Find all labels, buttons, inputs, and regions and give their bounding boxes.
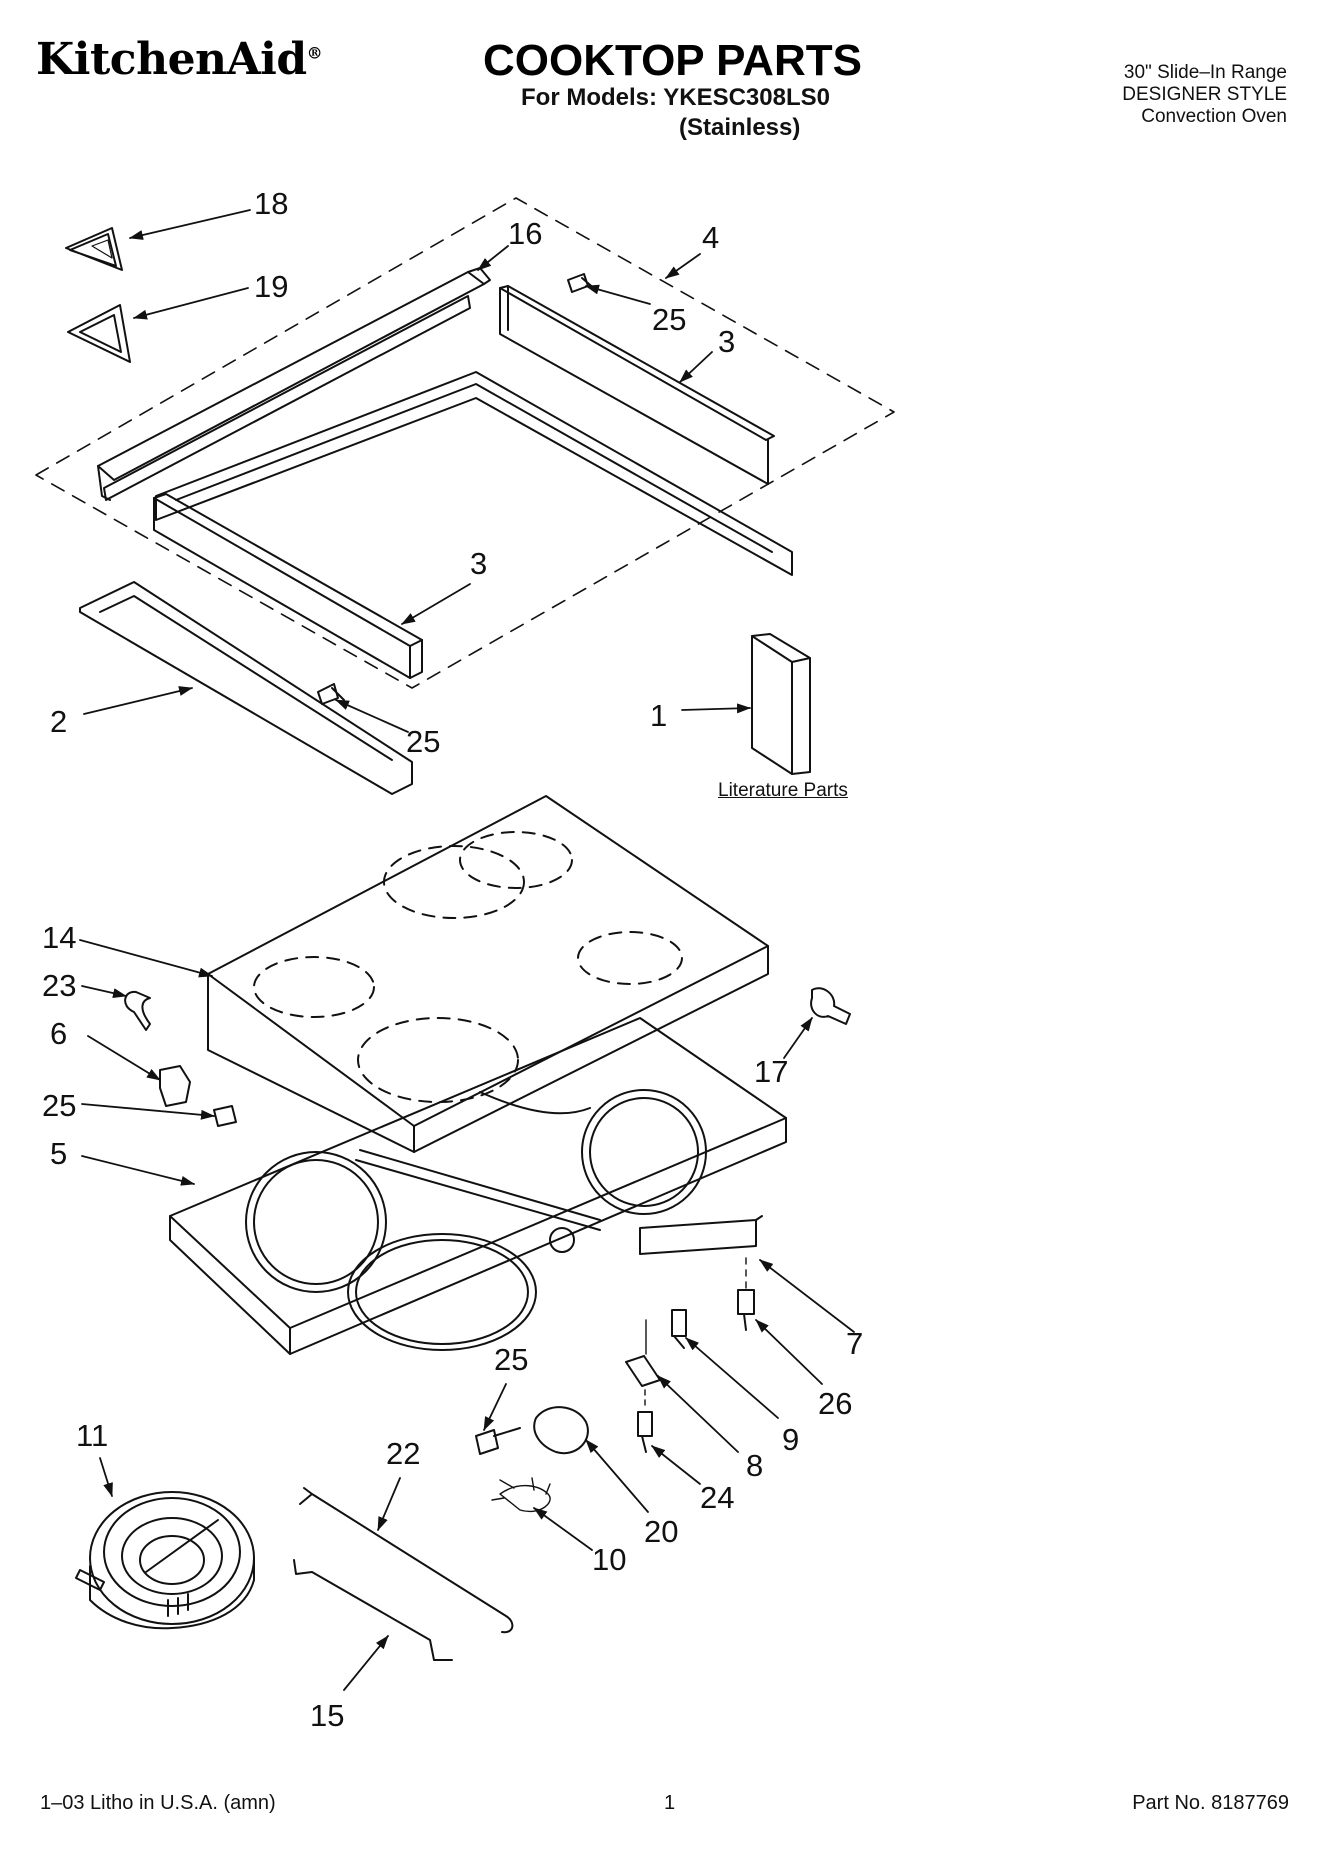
brand-registered-mark: ® — [306, 43, 323, 63]
switch-part-20 — [533, 1406, 589, 1455]
heating-element-part-11 — [75, 1491, 255, 1630]
bracket-part-6 — [159, 1065, 191, 1107]
screw-upper-part-25 — [567, 273, 597, 293]
bracket-part-7 — [639, 1215, 763, 1255]
callout-22: 22 — [386, 1436, 420, 1471]
screw-part-25-lower — [475, 1427, 521, 1455]
callout-11: 11 — [76, 1418, 108, 1453]
part-number: Part No. 8187769 — [1132, 1792, 1289, 1814]
callout-19: 19 — [254, 269, 288, 304]
leader-3a — [679, 351, 713, 383]
leader-5 — [81, 1155, 195, 1186]
leader-10 — [533, 1507, 593, 1551]
callout-25: 25 — [652, 302, 686, 337]
callout-16: 16 — [508, 216, 542, 251]
literature-parts-label: Literature Parts — [718, 780, 848, 801]
callout-1: 1 — [650, 698, 667, 733]
rear-trim-part-16 — [97, 267, 491, 501]
side-bracket-right-part-3 — [499, 285, 775, 485]
page-title: COOKTOP PARTS — [483, 36, 862, 85]
screw-part-24 — [637, 1411, 653, 1453]
callout-18: 18 — [254, 186, 288, 221]
callout-3: 3 — [470, 546, 487, 581]
leader-9 — [685, 1337, 779, 1419]
leader-7 — [759, 1259, 855, 1333]
callout-23: 23 — [42, 968, 76, 1003]
leader-18 — [129, 209, 251, 240]
callout-25: 25 — [494, 1342, 528, 1377]
clip-part-23 — [124, 990, 151, 1031]
brand-logo: KitchenAid® — [36, 34, 323, 85]
product-line-3: Convection Oven — [1141, 106, 1287, 127]
frame-outline — [155, 371, 793, 576]
product-line-1: 30" Slide–In Range — [1123, 62, 1287, 83]
page-number: 1 — [664, 1792, 676, 1814]
leader-2 — [83, 686, 193, 715]
assembly-outline-upper — [35, 197, 895, 689]
callout-14: 14 — [42, 920, 76, 955]
leader-25a — [585, 284, 651, 305]
callout-10: 10 — [592, 1542, 626, 1577]
leader-19 — [133, 287, 249, 320]
rod-part-15 — [293, 1559, 453, 1661]
leader-25d — [483, 1383, 507, 1431]
rod-part-22 — [299, 1487, 514, 1634]
leader-15 — [343, 1635, 389, 1691]
callout-25: 25 — [42, 1088, 76, 1123]
screw-part-26 — [737, 1289, 755, 1331]
model-variant: (Stainless) — [679, 114, 801, 141]
model-numbers: For Models: YKESC308LS0 — [521, 84, 830, 111]
callout-20: 20 — [644, 1514, 678, 1549]
brand-name: KitchenAid — [36, 34, 307, 85]
callout-2: 2 — [50, 704, 67, 739]
callout-8: 8 — [746, 1448, 763, 1483]
badge-part-18 — [65, 227, 123, 271]
product-line-2: DESIGNER STYLE — [1122, 84, 1287, 105]
leader-3b — [401, 583, 471, 625]
leader-25b — [335, 699, 409, 733]
footer-print-info: 1–03 Litho in U.S.A. (amn) — [40, 1792, 276, 1814]
leader-20 — [585, 1439, 649, 1513]
leader-23 — [81, 985, 127, 998]
leader-26 — [755, 1319, 823, 1385]
callout-6: 6 — [50, 1016, 67, 1051]
screw-part-9 — [671, 1309, 687, 1349]
callout-26: 26 — [818, 1386, 852, 1421]
callout-4: 4 — [702, 220, 719, 255]
bracket-part-8 — [625, 1355, 661, 1387]
callout-24: 24 — [700, 1480, 734, 1515]
leader-6 — [87, 1035, 161, 1081]
burner-box-part-5 — [169, 1017, 787, 1355]
callout-25: 25 — [406, 724, 440, 759]
leader-22 — [377, 1477, 401, 1531]
glass-cooktop-part-14 — [207, 795, 769, 1153]
leader-24 — [651, 1445, 701, 1485]
callout-5: 5 — [50, 1136, 67, 1171]
callout-7: 7 — [846, 1326, 863, 1361]
callout-9: 9 — [782, 1422, 799, 1457]
product-description: 30" Slide–In Range DESIGNER STYLE Convec… — [1122, 62, 1287, 128]
leader-17 — [783, 1017, 813, 1059]
callout-3: 3 — [718, 324, 735, 359]
screw-lower-part-25 — [317, 683, 345, 705]
side-bracket-left-part-3 — [153, 493, 423, 679]
leader-14 — [79, 939, 213, 978]
literature-part-1 — [751, 633, 811, 775]
leader-11 — [99, 1457, 113, 1497]
leader-8 — [657, 1375, 739, 1453]
callout-17: 17 — [754, 1054, 788, 1089]
leader-1 — [681, 703, 751, 714]
leader-4 — [665, 253, 701, 279]
connector-part-17 — [810, 987, 851, 1025]
callout-15: 15 — [310, 1698, 344, 1733]
leader-16 — [477, 245, 509, 271]
leader-25c — [81, 1103, 215, 1120]
badge-frame-part-19 — [67, 304, 131, 363]
harness-part-10 — [491, 1477, 551, 1513]
front-trim-part-2 — [79, 581, 413, 795]
screw-part-25-side — [213, 1105, 237, 1127]
